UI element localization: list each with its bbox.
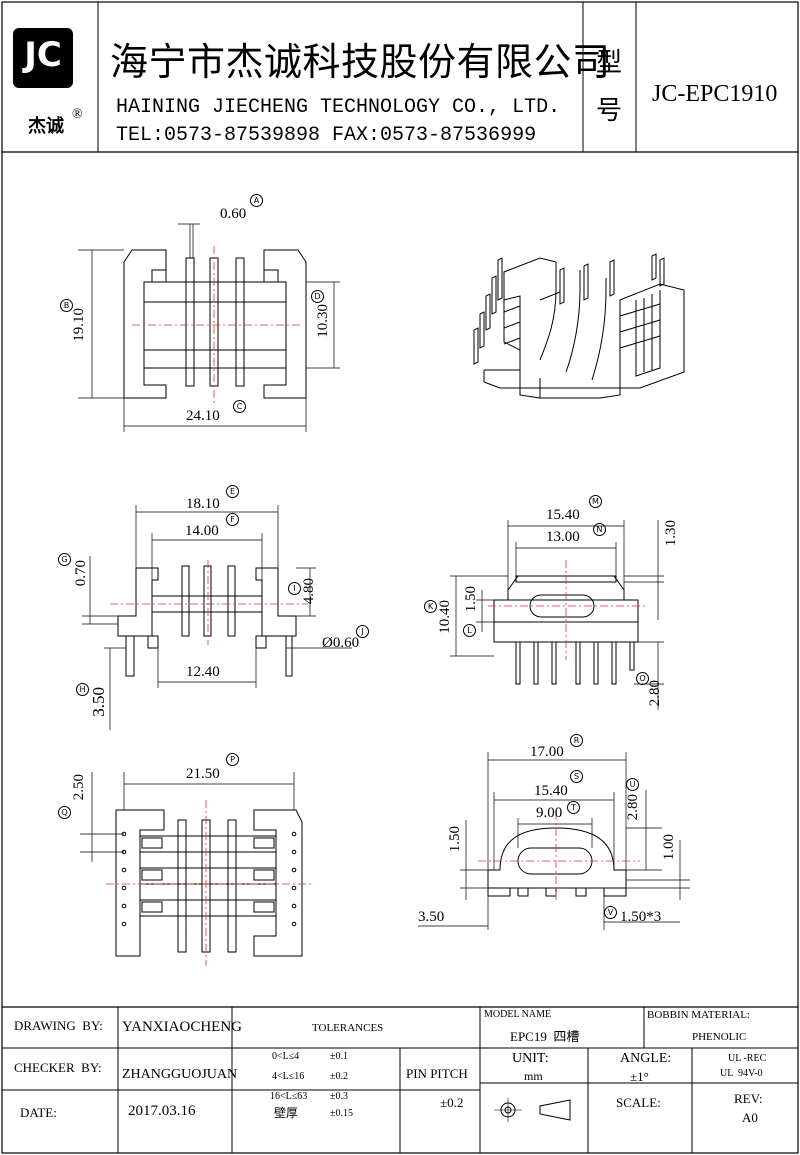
dim-s-mark: S (570, 770, 583, 783)
dim-o-value: 2.80 (647, 680, 663, 707)
tol-row-3-value: ±0.3 (330, 1091, 348, 1102)
dim-u-value: 2.80 (625, 794, 641, 821)
dim-i-mark: I (288, 582, 301, 595)
dim-m-mark: M (589, 495, 602, 508)
dim-d-value: 10.30 (315, 304, 331, 338)
dim-m-value: 15.40 (546, 507, 580, 523)
logo-text: JC (24, 35, 62, 75)
projection-symbol-icon (494, 1098, 574, 1122)
tol-row-2-value: ±0.2 (330, 1071, 348, 1082)
dim-n-value: 13.00 (546, 529, 580, 545)
dim-a-mark: A (250, 194, 263, 207)
dim-k-value: 10.40 (437, 600, 453, 634)
dim-1-00: 1.00 (661, 834, 677, 861)
dim-h-value: 3.50 (89, 687, 108, 717)
checker-by-value: ZHANGGUOJUAN (122, 1067, 238, 1082)
dim-f-mark: F (226, 513, 239, 526)
rev-value: A0 (742, 1110, 758, 1125)
tol-row-1-value: ±0.1 (330, 1051, 348, 1062)
angle-value: ±1° (630, 1069, 649, 1084)
model-name-label: MODEL NAME (484, 1009, 552, 1020)
dim-3-50-b: 3.50 (418, 909, 445, 925)
dim-a-value: 0.60 (220, 206, 247, 222)
dim-q-mark: Q (58, 806, 71, 819)
tol-row-3-range: 16<L≤63 (270, 1091, 308, 1102)
bobbin-material-label: BOBBIN MATERIAL: (647, 1009, 750, 1021)
dim-p-mark: P (226, 753, 239, 766)
model-label-2: 号 (596, 96, 623, 125)
model-label-1: 型 (596, 48, 623, 77)
dim-g-mark: G (58, 553, 71, 566)
dim-12-40: 12.40 (186, 664, 220, 680)
registered-mark: ® (72, 107, 83, 122)
dim-c-mark: C (233, 400, 246, 413)
dim-r-value: 17.00 (530, 744, 564, 760)
tolerances-label: TOLERANCES (312, 1022, 384, 1034)
company-name-en: HAINING JIECHENG TECHNOLOGY CO., LTD. (116, 96, 561, 119)
tol-row-1-range: 0<L≤4 (272, 1051, 300, 1062)
company-name-cn: 海宁市杰诚科技股份有限公司 (110, 42, 611, 84)
dim-j-mark: J (356, 625, 369, 638)
dim-b-value: 19.10 (71, 308, 87, 342)
dim-c-value: 24.10 (186, 408, 220, 424)
tol-row-2-range: 4<L≤16 (272, 1071, 305, 1082)
ul-rec: UL -REC (728, 1053, 767, 1064)
tol-row-4-range: 壁厚 (274, 1106, 299, 1120)
dim-b-mark: B (60, 299, 73, 312)
dim-t-mark: T (567, 801, 580, 814)
dim-h-mark: H (76, 683, 89, 696)
dim-g-value: 0.70 (73, 560, 89, 587)
checker-by-label: CHECKER BY: (14, 1060, 102, 1075)
angle-label: ANGLE: (620, 1051, 672, 1066)
dim-v-value: 1.50*3 (620, 909, 662, 925)
model-name-value: EPC19 四槽 (510, 1029, 580, 1044)
dim-s-value: 15.40 (534, 783, 568, 799)
company-contact: TEL:0573-87539898 FAX:0573-87536999 (116, 124, 537, 147)
dim-e-mark: E (226, 485, 239, 498)
dim-j-value: Ø0.60 (322, 635, 360, 651)
dim-f-value: 14.00 (185, 523, 219, 539)
dim-k-mark: K (424, 600, 437, 613)
drawing-by-label: DRAWING BY: (14, 1018, 103, 1033)
dim-1-30: 1.30 (663, 520, 679, 547)
tol-row-4-value: ±0.15 (330, 1108, 353, 1119)
dim-o-mark: O (636, 672, 649, 685)
dim-l-value: 1.50 (463, 586, 479, 613)
dim-n-mark: N (593, 523, 606, 536)
date-label: DATE: (20, 1105, 57, 1120)
unit-label: UNIT: (512, 1051, 549, 1066)
dim-e-value: 18.10 (186, 496, 220, 512)
dim-u-mark: U (626, 778, 639, 791)
dim-l-mark: L (463, 624, 476, 637)
ul-94v0: UL 94V-0 (720, 1068, 763, 1079)
dim-d-mark: D (311, 290, 324, 303)
logo-subtitle: 杰诚 (28, 116, 64, 137)
date-value: 2017.03.16 (128, 1103, 196, 1119)
dim-p-value: 21.50 (186, 766, 220, 782)
dim-v-mark: V (604, 906, 617, 919)
rev-label: REV: (734, 1091, 763, 1106)
unit-value: mm (524, 1069, 543, 1083)
drawing-by-value: YANXIAOCHENG (122, 1019, 242, 1035)
bobbin-material-value: PHENOLIC (692, 1031, 747, 1043)
dim-r-mark: R (570, 734, 583, 747)
dim-t-value: 9.00 (536, 805, 563, 821)
dim-1-50-b: 1.50 (447, 826, 463, 853)
model-number: JC-EPC1910 (652, 81, 778, 107)
pin-pitch-value: ±0.2 (440, 1095, 464, 1110)
dim-q-value: 2.50 (71, 774, 87, 801)
dim-i-value: 4.80 (301, 578, 317, 605)
scale-label: SCALE: (616, 1095, 661, 1110)
pin-pitch-label: PIN PITCH (406, 1066, 468, 1081)
